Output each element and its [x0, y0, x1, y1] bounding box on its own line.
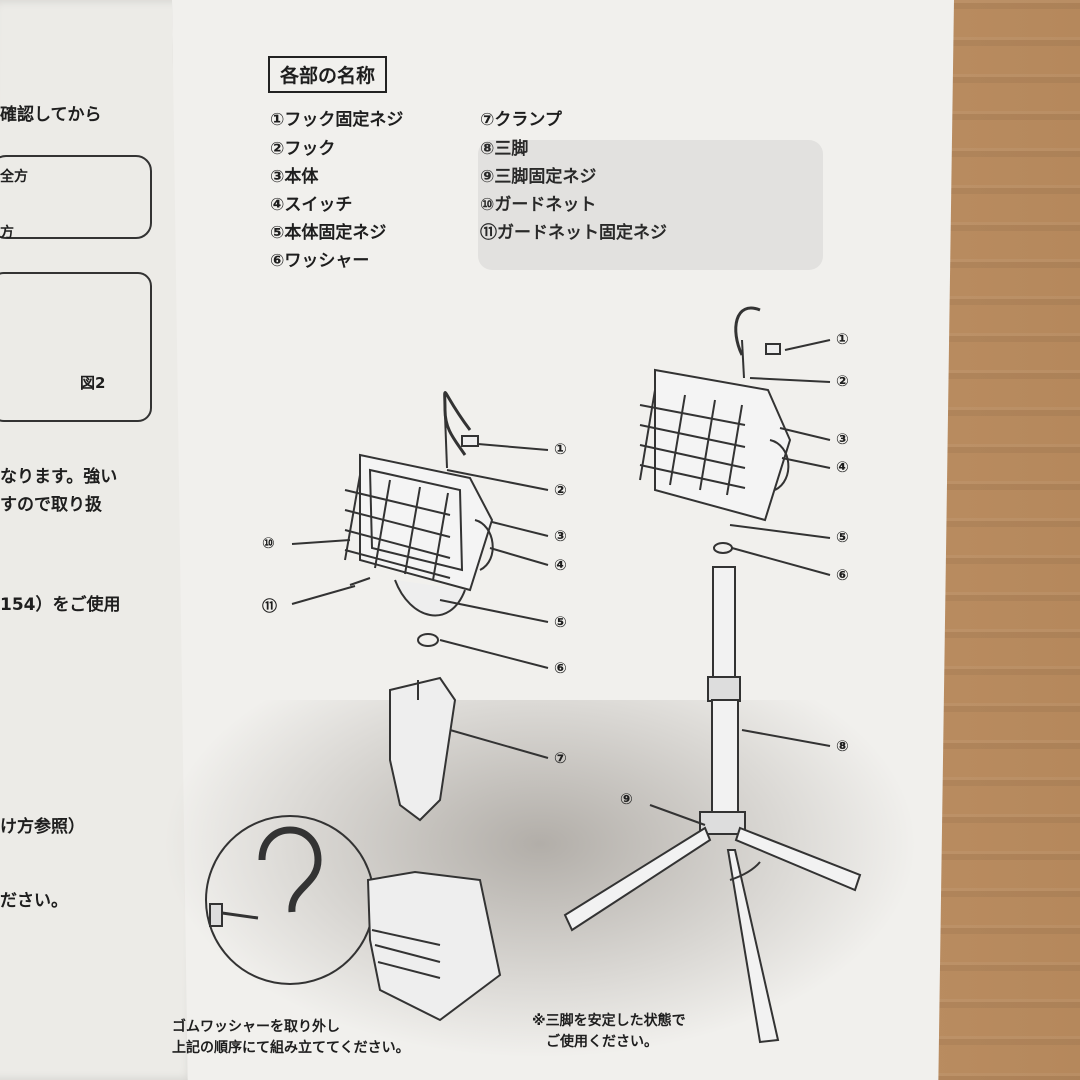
callout-10-left: ⑩	[262, 534, 275, 552]
part-guard-net-screw: ⑪ガードネット固定ネジ	[480, 223, 667, 243]
callout-8-right: ⑧	[836, 737, 849, 755]
note-right-line-2: ご使用ください。	[546, 1034, 658, 1050]
tripod-leg-right	[734, 826, 862, 892]
section-title: 各部の名称	[268, 56, 388, 93]
callout-1-right: ①	[836, 330, 849, 348]
part-hook: ②フック	[270, 139, 336, 159]
left-text-1: 確認してから	[0, 105, 102, 125]
callout-3-right: ③	[836, 430, 849, 448]
guard-net-screw-left	[349, 577, 371, 586]
left-text-8: ださい。	[0, 891, 68, 911]
hook-icon-large	[258, 826, 322, 913]
part-body: ③本体	[270, 167, 319, 187]
note-left-line-2: 上記の順序にて組み立ててください。	[172, 1040, 410, 1056]
guard-net-right	[639, 404, 746, 489]
part-tripod: ⑧三脚	[480, 139, 529, 159]
callout-9-right: ⑨	[620, 790, 633, 808]
clamp-left	[389, 676, 457, 822]
callout-2-left: ②	[554, 481, 567, 499]
part-body-screw: ⑤本体固定ネジ	[270, 223, 387, 243]
left-text-3: 方	[0, 225, 14, 241]
body-left	[359, 453, 494, 592]
callout-11-left: ⑪	[262, 597, 278, 615]
mount-left	[394, 579, 466, 617]
tripod-pole-top	[712, 566, 736, 678]
figure-2-label: 図2	[80, 374, 106, 392]
left-box-1	[0, 155, 152, 239]
callout-4-right: ④	[836, 458, 849, 476]
tripod-leg-front	[726, 849, 780, 1044]
callout-4-left: ④	[554, 556, 567, 574]
guard-net-left	[344, 489, 451, 579]
part-switch: ④スイッチ	[270, 195, 353, 215]
part-tripod-screw: ⑨三脚固定ネジ	[480, 167, 597, 187]
callout-6-left: ⑥	[554, 659, 567, 677]
part-hook-screw: ①フック固定ネジ	[270, 110, 404, 130]
callout-5-right: ⑤	[836, 528, 849, 546]
left-text-2: 全方	[0, 169, 28, 185]
washer-left	[417, 633, 439, 647]
left-text-5: すので取り扱	[0, 495, 102, 515]
left-text-4: なります。強い	[0, 467, 118, 487]
hook-left	[443, 391, 472, 456]
bleed-through-logo	[478, 140, 823, 270]
hook-screw-right	[765, 343, 781, 355]
tripod-leg-left	[563, 826, 712, 932]
left-text-6: 154）をご使用	[0, 595, 121, 615]
note-left-line-1: ゴムワッシャーを取り外し	[172, 1019, 340, 1035]
callout-1-left: ①	[554, 440, 567, 458]
right-page	[172, 0, 954, 1080]
callout-6-right: ⑥	[836, 566, 849, 584]
part-clamp: ⑦クランプ	[480, 110, 562, 130]
left-box-2	[0, 272, 152, 422]
washer-right	[713, 542, 733, 554]
left-text-7: け方参照）	[0, 817, 85, 837]
body-right	[654, 368, 792, 522]
tripod-pole-mid	[711, 699, 739, 816]
hook-screw-left	[461, 435, 479, 447]
hand-shadow	[160, 700, 920, 1060]
note-right-line-1: ※三脚を安定した状態で	[532, 1013, 686, 1029]
fixture-detail	[366, 870, 502, 1022]
callout-5-left: ⑤	[554, 613, 567, 631]
part-washer: ⑥ワッシャー	[270, 251, 370, 271]
callout-3-left: ③	[554, 527, 567, 545]
hook-right	[734, 306, 761, 356]
callout-2-right: ②	[836, 372, 849, 390]
callout-7-left: ⑦	[554, 749, 567, 767]
part-guard-net: ⑩ガードネット	[480, 195, 597, 215]
detail-inset-circle	[205, 815, 375, 985]
